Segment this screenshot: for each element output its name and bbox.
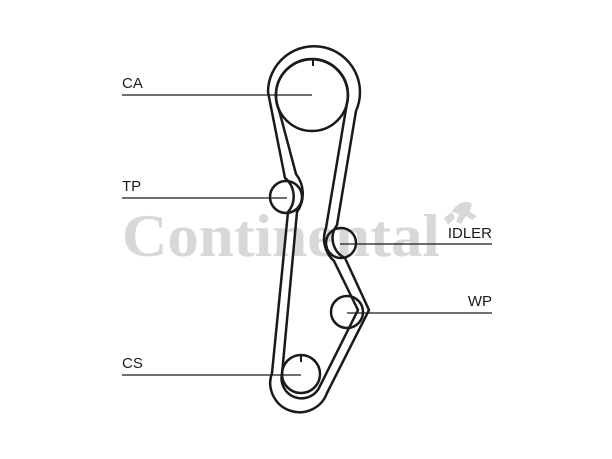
- horse-logo-icon: [444, 201, 477, 225]
- water-pump-pulley: [329, 294, 365, 330]
- label-cs: CS: [122, 355, 143, 372]
- label-ca: CA: [122, 75, 143, 92]
- belt-outer-edge: [266, 45, 371, 414]
- label-wp: WP: [468, 293, 492, 310]
- label-tp: TP: [122, 178, 141, 195]
- crankshaft-pulley: [280, 353, 322, 395]
- tensioner-pulley: [268, 179, 304, 215]
- watermark-text: Continental: [122, 203, 440, 269]
- continental-watermark: Continental: [122, 201, 477, 269]
- idler-pulley: [324, 226, 358, 260]
- label-idler: IDLER: [448, 225, 492, 242]
